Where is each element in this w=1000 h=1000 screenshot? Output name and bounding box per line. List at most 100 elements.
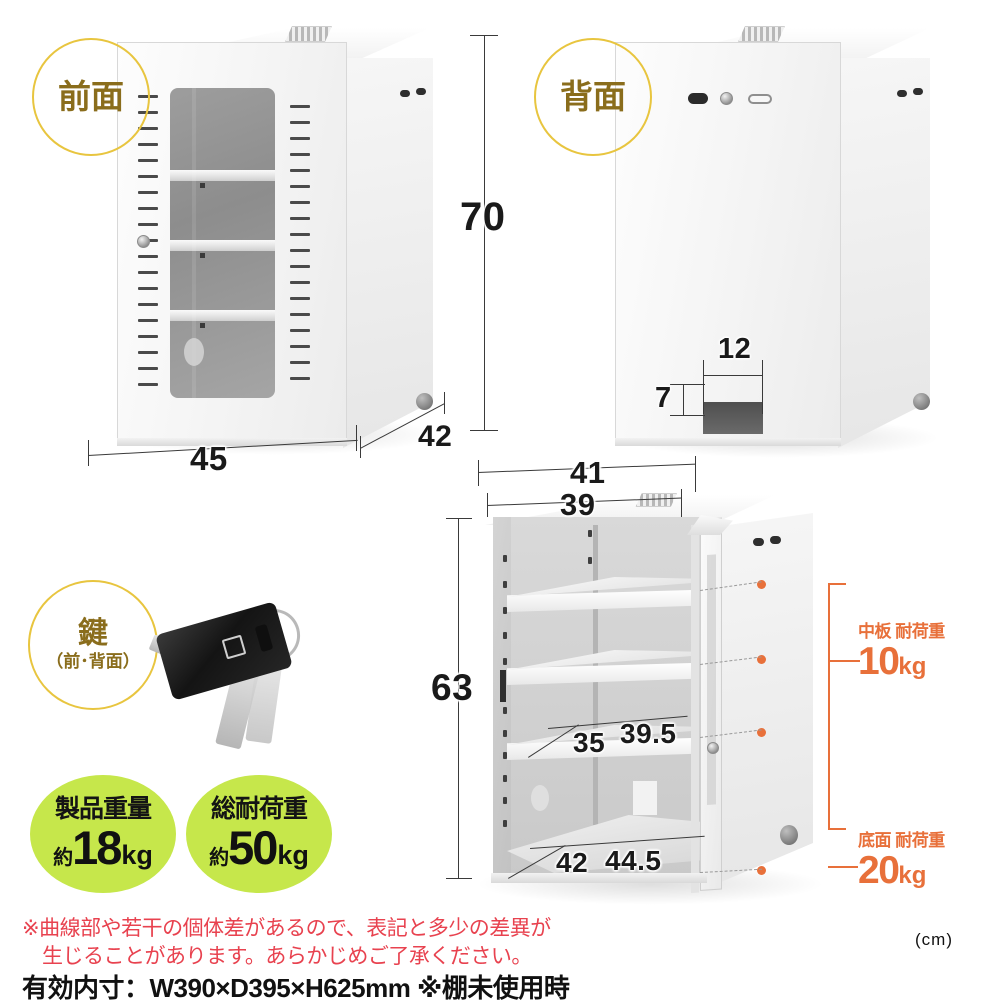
rear-peg-holes [588,530,593,590]
open-side-vent-slot-1 [753,538,764,546]
front-width-tick-right [356,425,357,451]
front-depth-tick-far [444,392,445,414]
callout-dot-shelf-1 [757,580,766,589]
callout-shelf-load-value: 10kg [858,640,945,683]
spec-number-total-load: 50 [228,821,278,874]
callout-bottom-load: 底面 耐荷重 20kg [858,826,945,892]
side-vent-slot-1 [400,90,410,97]
peg-hole [503,752,507,760]
spec-approx-total-load: 約 [209,847,229,869]
shelf-load-bracket-bottom [828,828,846,830]
spec-circle-product-weight: 製品重量 約 18 kg [30,775,176,893]
callout-dot-bottom [757,866,766,875]
bottom-load-leader-line [828,866,858,868]
open-door-glass [707,554,716,805]
disclaimer-line-1: ※曲線部や若干の個体差があるので、表記と多少の差異が [22,917,551,940]
shelf-load-bracket-top [828,583,846,585]
cutout-height-tick-top [670,384,705,385]
callout-shelf-load-number: 10 [858,640,900,683]
front-view-plinth [117,438,347,446]
base-width-value: 44.5 [605,845,662,876]
shelf-load-bracket-vertical [828,583,830,830]
open-inner-width-tick-right [681,489,682,517]
back-handle-latch [748,94,772,104]
unit-label: (cm) [915,930,953,949]
top-vent-grille [285,26,332,42]
back-view-badge: 背面 [534,38,652,156]
left-rail-strip [500,670,506,702]
shelf-depth-value: 35 [573,727,606,758]
peg-hole [503,606,507,614]
open-inner-width-tick-left [487,493,488,517]
cutout-height-tick-bottom [670,415,705,416]
interior-shelf-1 [507,590,692,612]
callout-shelf-load-unit: kg [898,653,927,680]
open-door-lock-icon [707,742,719,754]
front-height-tick-top [470,35,498,36]
shelf-width-value: 39.5 [620,718,677,749]
spec-value-product-weight: 約 18 kg [53,824,153,871]
key-photo [140,595,350,775]
peg-hole [503,555,507,562]
front-view-badge-label: 前面 [58,77,124,115]
cabinet-interior [493,517,703,877]
spec-circle-total-load: 総耐荷重 約 50 kg [186,775,332,893]
peg-hole [503,819,507,827]
front-height-value: 70 [460,195,506,239]
peg-hole [503,632,507,640]
visible-shelf-2 [170,240,275,251]
back-lock-icon [720,92,733,105]
front-width-tick-left [88,440,89,466]
spec-title-total-load: 総耐荷重 [210,795,308,823]
spec-unit-total-load: kg [277,840,309,870]
callout-bottom-load-unit: kg [898,862,927,889]
side-vent-slot-2 [416,88,426,95]
cutout-width-dim-line [703,375,763,376]
floor-cable-grommet [531,785,549,811]
cutout-width-tick-left [703,360,704,414]
open-door-edge [691,524,699,893]
interior-shelf-3 [507,738,692,760]
front-height-tick-bottom [470,430,498,431]
left-peg-holes-lower [503,707,508,827]
front-view-badge: 前面 [32,38,150,156]
peg-hole [503,774,507,782]
key-badge-subtitle: （前･背面） [46,651,140,671]
peg-hole [588,556,592,564]
front-width-value: 45 [190,440,228,477]
callout-shelf-load: 中板 耐荷重 10kg [858,617,945,683]
front-view-side-panel [343,58,433,448]
cutout-width-value: 12 [718,333,752,365]
callout-dot-shelf-3 [757,728,766,737]
back-view-badge-label: 背面 [560,77,626,115]
open-view-side-panel [707,513,813,888]
left-peg-holes-upper [503,555,508,665]
open-height-dim-line [458,518,459,878]
front-height-dim-line [484,35,485,430]
spec-number-product-weight: 18 [72,821,122,874]
visible-shelf-1 [170,170,275,181]
peg-hole [588,530,592,537]
peg-hole [503,729,507,737]
spec-unit-product-weight: kg [121,840,153,870]
cutout-height-value: 7 [655,382,672,414]
side-cable-knob [416,393,433,410]
cutout-height-dim-line [683,384,684,416]
callout-bottom-load-number: 20 [858,849,900,892]
door-lock-icon [137,235,150,248]
disclaimer-line-2: 生じることがあります。あらかじめご了承ください。 [42,945,532,968]
front-view-illustration [100,20,470,455]
open-door-top-bracket [687,515,733,535]
back-side-vent-slot-2 [913,88,923,95]
key-badge-title: 鍵 [78,617,108,651]
open-outer-width-tick-left [478,460,479,486]
base-depth-value: 42 [556,847,589,878]
cutout-width-tick-right [762,360,763,414]
callout-dot-shelf-2 [757,655,766,664]
open-outer-width-tick-right [695,456,696,492]
peg-hole [503,580,507,588]
open-side-vent-slot-2 [770,536,781,544]
peg-hole [503,707,507,714]
open-height-tick-bottom [446,878,472,879]
